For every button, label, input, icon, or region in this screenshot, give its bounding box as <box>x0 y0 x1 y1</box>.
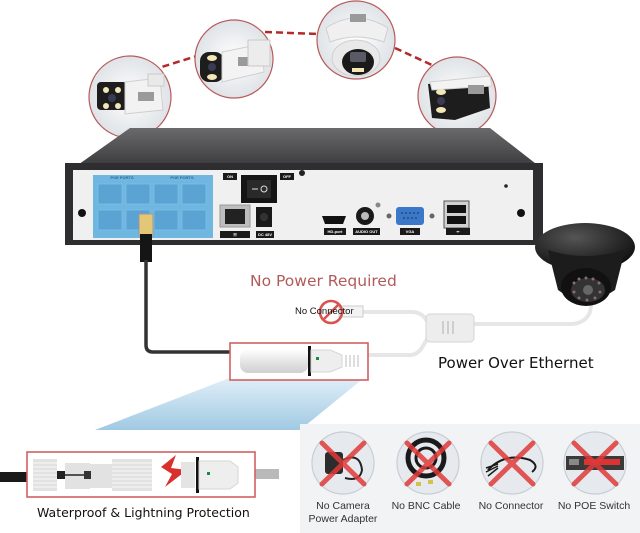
camera-turret <box>316 0 396 80</box>
usb-icon: ⭠ <box>456 229 460 234</box>
label-line-2: Power Adapter <box>308 513 378 525</box>
camera-bullet-2 <box>194 19 274 99</box>
poe-cable-routes <box>360 299 594 357</box>
splitter-grips <box>442 321 454 334</box>
usb-port-label: ⭠ <box>446 228 470 235</box>
camera-bullet-3 <box>417 56 497 136</box>
poe-group-label-1: POE PORTS <box>110 175 134 180</box>
not-needed-icons <box>311 431 627 495</box>
dome-camera <box>535 223 635 306</box>
lan-port-label: ☷ <box>220 231 250 238</box>
hdmi-port-label: HD-port <box>324 228 346 235</box>
poe-label: Power Over Ethernet <box>438 354 594 372</box>
no-power-heading: No Power Required <box>250 272 397 290</box>
prohibited-icon <box>318 299 344 325</box>
no-connector-label: No Connector <box>295 306 354 317</box>
cable-splitter-body <box>425 313 475 343</box>
poe-group-label-2: POE PORTS <box>170 175 194 180</box>
dc-port-label: DC 48V <box>256 231 274 238</box>
switch-on-label: ON <box>223 173 237 180</box>
waterproof-connector-detail <box>0 451 279 498</box>
no-bnc-cable-label: No BNC Cable <box>391 500 461 512</box>
vga-port-label: VGA <box>400 228 420 235</box>
no-power-adapter-label: No Camera Power Adapter <box>303 500 383 526</box>
nvr-recorder <box>65 128 543 245</box>
poe-connector-highlight <box>95 342 369 430</box>
camera-bullet-1 <box>88 55 172 139</box>
unused-connector-stub <box>338 305 364 318</box>
audio-out-label: AUDIO OUT <box>353 228 380 235</box>
no-poe-switch-label: No POE Switch <box>557 500 631 512</box>
switch-off-label: OFF <box>280 173 294 180</box>
no-connector-item-label: No Connector <box>478 500 544 512</box>
network-icon: ☷ <box>233 232 237 237</box>
protection-label: Waterproof & Lightning Protection <box>37 505 250 520</box>
label-line-1: No Camera <box>316 500 370 512</box>
ethernet-cable <box>138 213 240 354</box>
